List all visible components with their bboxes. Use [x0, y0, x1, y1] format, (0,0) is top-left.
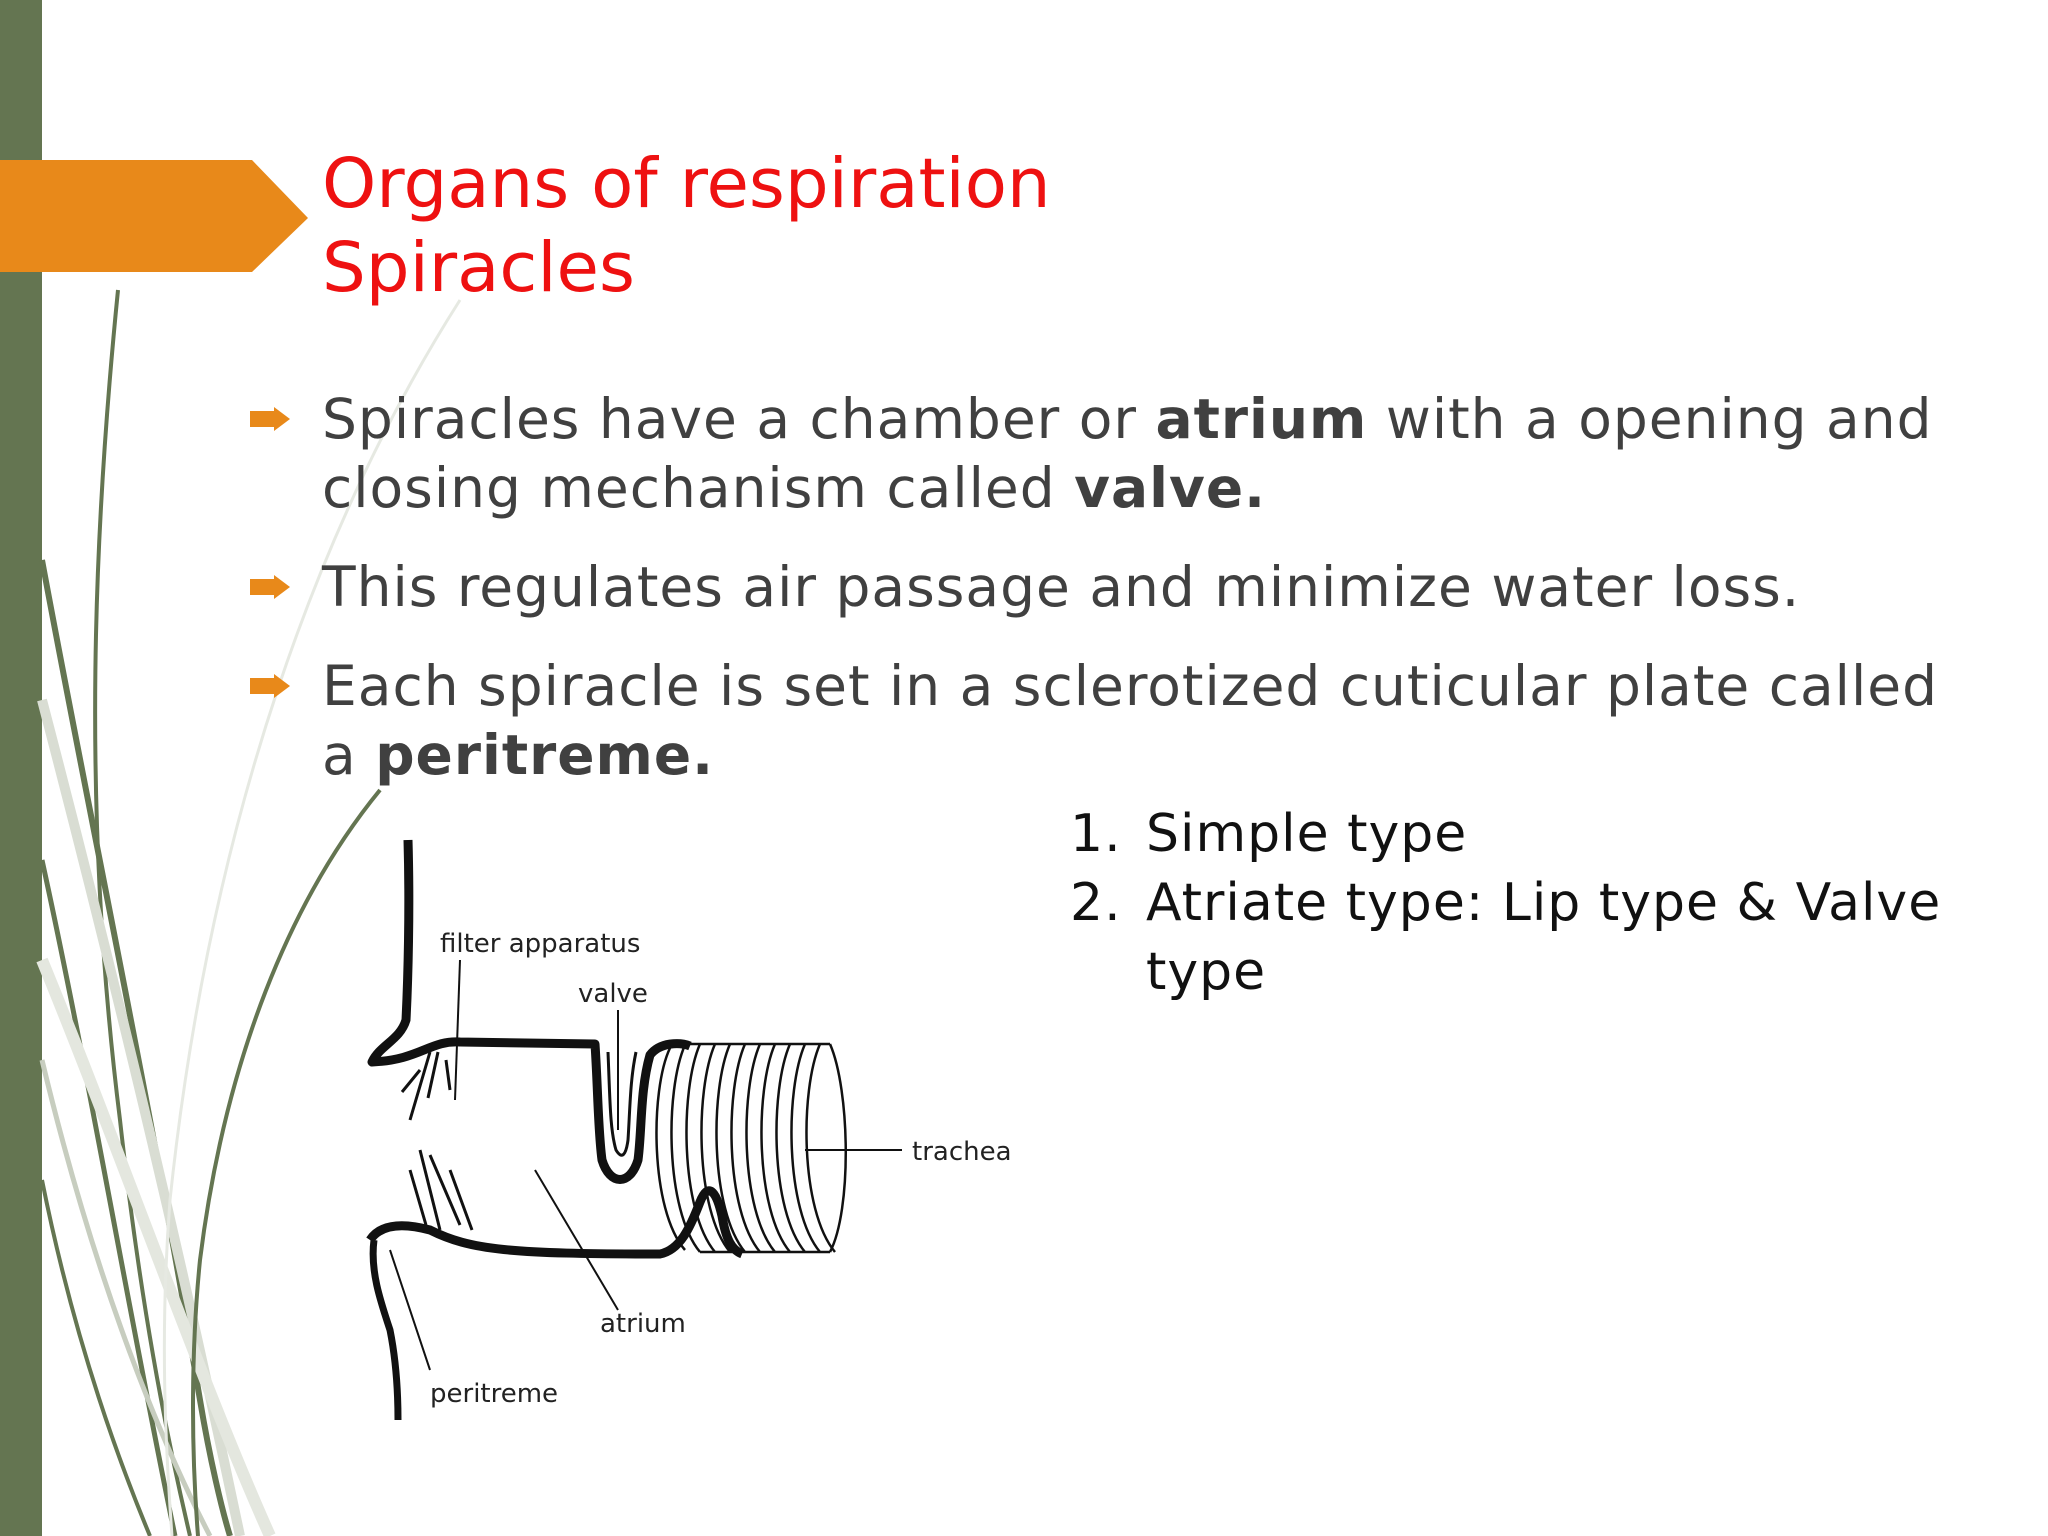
- label-filter-apparatus: filter apparatus: [440, 929, 640, 959]
- bullet-item: Each spiracle is set in a sclerotized cu…: [248, 652, 1988, 790]
- bullet-text: This regulates air passage and minimize …: [322, 555, 1801, 619]
- bullet-arrow-icon: [250, 407, 290, 431]
- peritreme-tip: [369, 1239, 402, 1421]
- bold-term-peritreme: peritreme.: [375, 723, 715, 787]
- label-trachea: trachea: [912, 1137, 1012, 1167]
- grass-strokes: [36, 289, 462, 1536]
- filter-bristles-upper: [400, 1051, 452, 1121]
- title-line-1: Organs of respiration: [322, 144, 1051, 224]
- bold-term-valve: valve.: [1074, 456, 1267, 520]
- lower-wall: [366, 1186, 744, 1259]
- slide-title: Organs of respiration Spiracles: [322, 142, 1051, 310]
- type-item: 1. Simple type: [1070, 800, 1966, 869]
- bullet-arrow-icon: [250, 674, 290, 698]
- bullet-item: Spiracles have a chamber or atrium with …: [248, 385, 1988, 523]
- valve-inner: [606, 1051, 638, 1157]
- type-text: Simple type: [1146, 804, 1468, 864]
- bullet-item: This regulates air passage and minimize …: [248, 553, 1988, 622]
- type-text: Atriate type: Lip type & Valve type: [1146, 873, 1942, 1002]
- spiracle-diagram: filter apparatus valve trachea atrium pe…: [366, 839, 1012, 1421]
- label-atrium: atrium: [600, 1309, 686, 1339]
- type-item: 2. Atriate type: Lip type & Valve type: [1070, 869, 1966, 1007]
- type-number: 2.: [1070, 873, 1122, 933]
- filter-bristles-lower: [408, 1149, 474, 1231]
- trachea-rings: [655, 1042, 847, 1254]
- label-peritreme: peritreme: [430, 1379, 558, 1409]
- bullet-list: Spiracles have a chamber or atrium with …: [248, 385, 1988, 820]
- label-valve: valve: [578, 979, 648, 1009]
- orange-title-arrow: [0, 160, 308, 272]
- type-number: 1.: [1070, 804, 1122, 864]
- upper-wall: [367, 839, 692, 1184]
- bullet-arrow-icon: [250, 575, 290, 599]
- bold-term-atrium: atrium: [1155, 387, 1368, 451]
- bullet-text: Each spiracle is set in a sclerotized cu…: [322, 654, 1938, 787]
- bullet-text: Spiracles have a chamber or: [322, 387, 1156, 451]
- title-line-2: Spiracles: [322, 228, 635, 308]
- spiracle-types-list: 1. Simple type 2. Atriate type: Lip type…: [1070, 800, 1966, 1007]
- leader-lines: [389, 959, 902, 1371]
- bullet-text: with a opening and closing mechanism cal…: [322, 387, 1933, 520]
